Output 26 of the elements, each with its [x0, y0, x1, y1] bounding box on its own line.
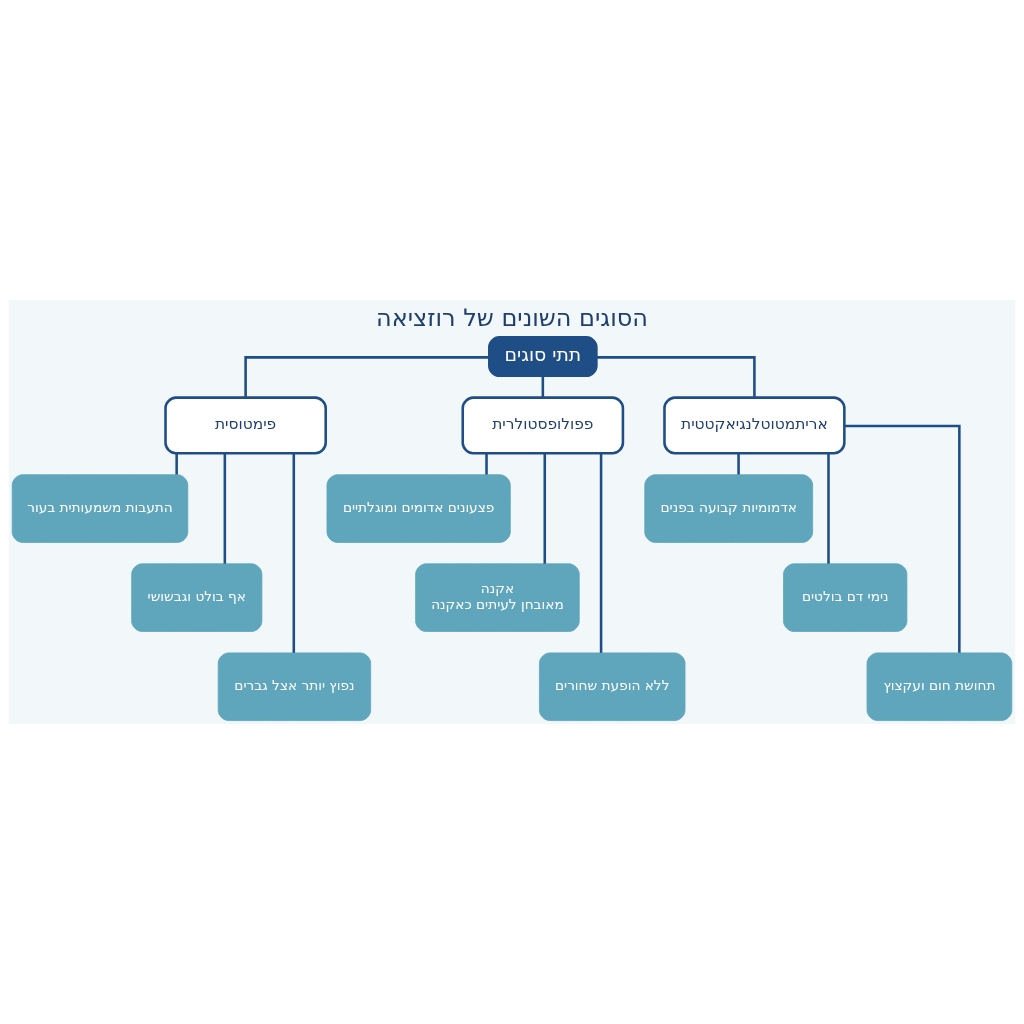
connector: [485, 453, 488, 475]
node-box: אריתמטוטלנגיאקטטית: [663, 396, 846, 455]
node-box: פצעונים אדומים ומוגלתיים: [326, 474, 511, 543]
connector: [543, 453, 547, 564]
connector: [223, 453, 227, 564]
node-box: פימטוסית: [164, 396, 327, 455]
connector: [175, 453, 178, 475]
connector: [244, 356, 489, 398]
diagram-title: הסוגים השונים של רוזציאה: [375, 304, 649, 333]
node-box: אדמומיות קבועה בפנים: [644, 474, 814, 543]
connector: [827, 453, 830, 564]
node-box: אף בולט וגבשושי: [131, 563, 263, 632]
node-box: תחושת חום ועקצוץ: [866, 652, 1013, 721]
node-box: פפולופסטולרית: [461, 396, 625, 455]
connector: [599, 453, 603, 653]
node-box: התעבות משמעותית בעור: [11, 474, 189, 543]
node-box: נימי דם בולטים: [783, 563, 908, 632]
connector: [597, 356, 756, 398]
connector: [541, 376, 545, 398]
connector: [292, 453, 296, 653]
node-box: תתי סוגים: [488, 335, 598, 378]
node-box: נפוץ יותר אצל גברים: [217, 652, 372, 721]
node-box: אקנה מאובחן לעיתים כאקנה: [415, 563, 580, 632]
connector: [737, 453, 740, 475]
connector: [844, 424, 961, 653]
node-box: ללא הופעת שחורים: [539, 652, 686, 721]
